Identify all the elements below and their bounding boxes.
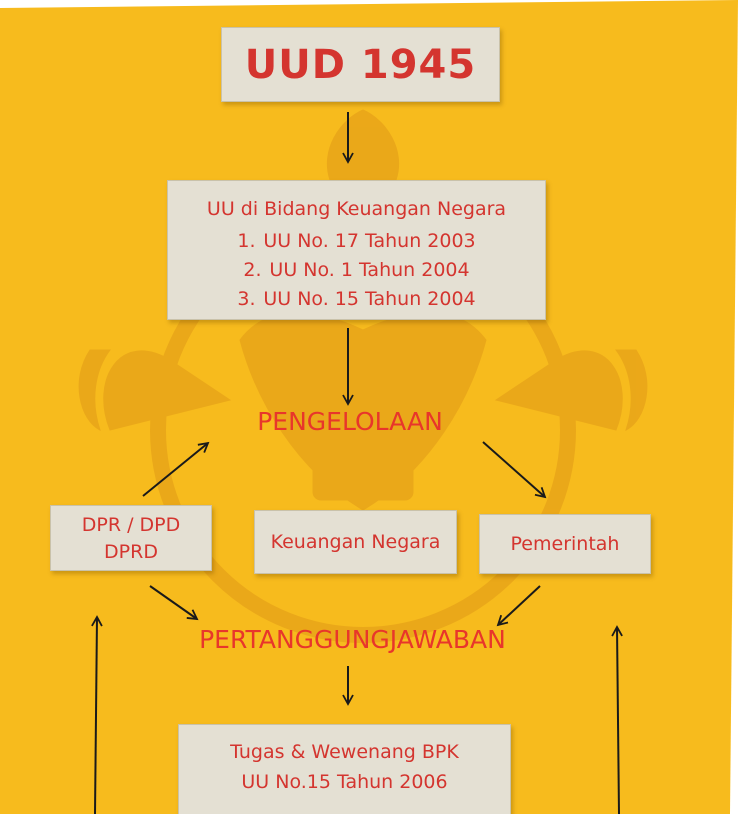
- dpr-line2: DPRD: [104, 541, 158, 563]
- arrow-pemerintah-to-pertanggungjawaban: [496, 585, 541, 627]
- uu-item-number: 2.: [243, 259, 262, 281]
- keuangan-negara-box: Keuangan Negara: [254, 510, 457, 574]
- uud-1945-title: UUD 1945: [244, 42, 477, 88]
- keuangan-negara-label: Keuangan Negara: [270, 531, 441, 553]
- dpr-line1: DPR / DPD: [81, 514, 181, 536]
- uu-item-number: 1.: [237, 230, 256, 252]
- pengelolaan-label: PENGELOLAAN: [257, 407, 443, 436]
- uu-list-item: 2. UU No. 1 Tahun 2004: [168, 256, 545, 285]
- arrow-dpr-to-pertanggungjawaban: [149, 585, 199, 621]
- uu-keuangan-negara-box: UU di Bidang Keuangan Negara 1. UU No. 17…: [167, 180, 546, 320]
- arrow-dpr-to-pengelolaan: [142, 441, 210, 497]
- uu-item-number: 3.: [237, 288, 256, 310]
- uu-list: 1. UU No. 17 Tahun 2003 2. UU No. 1 Tahun …: [168, 227, 545, 314]
- arrow-left-upward: [91, 615, 103, 814]
- uu-list-item: 3. UU No. 15 Tahun 2004: [168, 285, 545, 314]
- uu-item-text: UU No. 15 Tahun 2004: [263, 288, 476, 310]
- pertanggungjawaban-label: PERTANGGUNGJAWABAN: [199, 625, 506, 654]
- dpr-dpd-dprd-box: DPR / DPD DPRD: [50, 505, 212, 571]
- uu-heading: UU di Bidang Keuangan Negara: [206, 198, 507, 220]
- arrow-pengelolaan-to-pemerintah: [482, 441, 547, 499]
- bpk-line2: UU No.15 Tahun 2006: [241, 771, 448, 793]
- uud-1945-box: UUD 1945: [221, 27, 500, 102]
- pemerintah-box: Pemerintah: [479, 514, 651, 574]
- arrow-right-upward: [611, 625, 623, 814]
- pemerintah-label: Pemerintah: [510, 533, 620, 555]
- bpk-line1: Tugas & Wewenang BPK: [230, 741, 459, 763]
- bpk-box: Tugas & Wewenang BPK UU No.15 Tahun 2006: [178, 724, 511, 814]
- uu-item-text: UU No. 17 Tahun 2003: [263, 230, 476, 252]
- uu-item-text: UU No. 1 Tahun 2004: [269, 259, 470, 281]
- uu-list-item: 1. UU No. 17 Tahun 2003: [168, 227, 545, 256]
